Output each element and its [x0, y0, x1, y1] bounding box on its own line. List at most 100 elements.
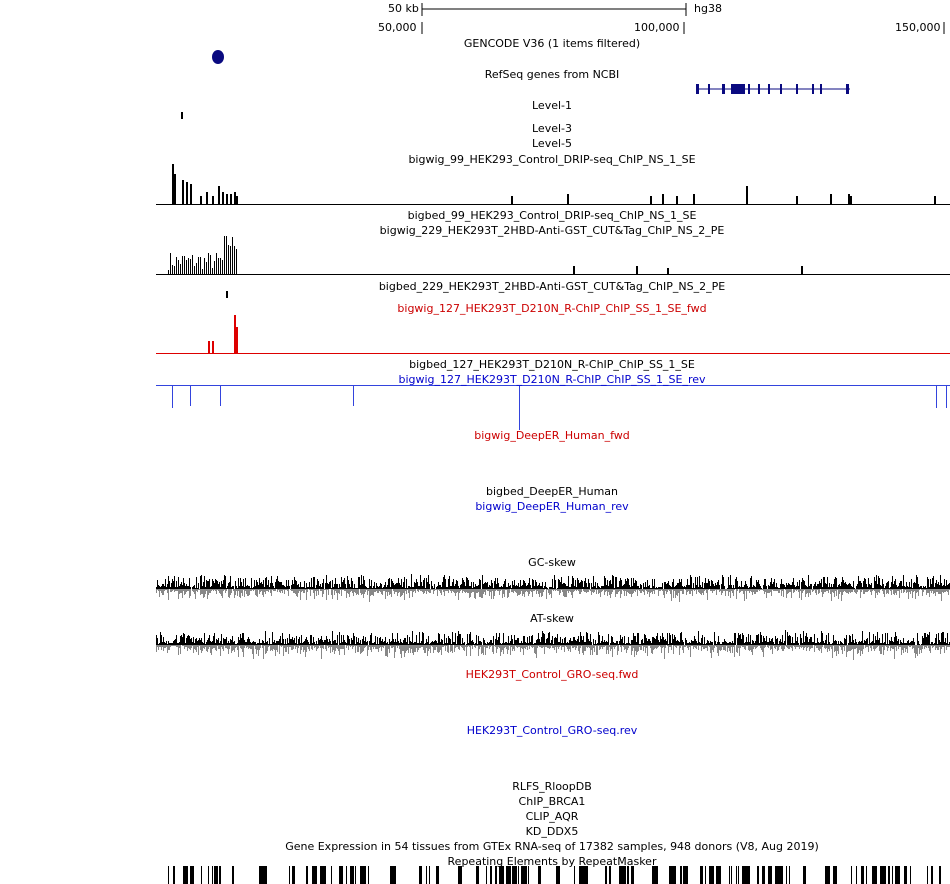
- atskew-pos: [595, 640, 596, 645]
- track-label-refseq[interactable]: RefSeq genes from NCBI: [484, 68, 620, 81]
- track-label-level5[interactable]: Level-5: [531, 137, 573, 150]
- atskew-pos: [635, 636, 636, 645]
- atskew-neg: [754, 645, 755, 647]
- atskew-pos: [861, 641, 862, 645]
- gcskew-pos: [744, 585, 745, 589]
- track-label-bigbed99[interactable]: bigbed_99_HEK293_Control_DRIP-seq_ChIP_N…: [407, 209, 697, 222]
- track-label-gtex[interactable]: Gene Expression in 54 tissues from GTEx …: [285, 840, 819, 853]
- atskew-pos: [178, 643, 179, 645]
- atskew-neg: [786, 645, 787, 647]
- gcskew-neg: [587, 589, 588, 592]
- atskew-pos: [824, 643, 825, 645]
- gcskew-pos: [520, 580, 521, 589]
- gcskew-neg: [408, 589, 409, 593]
- gcskew-pos: [487, 582, 488, 589]
- bigwig229-bar: [236, 249, 237, 274]
- atskew-pos: [877, 632, 878, 645]
- track-label-rmsk[interactable]: Repeating Elements by RepeatMasker: [447, 855, 657, 868]
- gcskew-pos: [806, 586, 807, 589]
- track-label-ddx5[interactable]: KD_DDX5: [525, 825, 579, 838]
- gcskew-neg: [362, 589, 363, 594]
- gcskew-neg: [777, 589, 778, 591]
- atskew-pos: [231, 640, 232, 645]
- atskew-neg: [220, 645, 221, 656]
- atskew-neg: [753, 645, 754, 649]
- gcskew-pos: [183, 578, 184, 589]
- track-label-gcskew[interactable]: GC-skew: [528, 556, 576, 569]
- atskew-neg: [620, 645, 621, 647]
- rmsk-element: [683, 866, 688, 884]
- atskew-pos: [718, 636, 719, 645]
- gcskew-pos: [643, 583, 644, 589]
- gcskew-neg: [872, 589, 873, 591]
- track-label-level1[interactable]: Level-1: [531, 99, 573, 112]
- gcskew-pos: [497, 578, 498, 589]
- track-label-bigwig99[interactable]: bigwig_99_HEK293_Control_DRIP-seq_ChIP_N…: [408, 153, 696, 166]
- gcskew-pos: [359, 577, 360, 589]
- track-label-deeperrev[interactable]: bigwig_DeepER_Human_rev: [475, 500, 629, 513]
- bigwig229-peak: [573, 266, 575, 274]
- atskew-neg: [291, 645, 292, 650]
- atskew-pos: [378, 644, 379, 645]
- atskew-neg: [516, 645, 517, 647]
- gcskew-neg: [775, 589, 776, 591]
- gcskew-neg: [883, 589, 884, 594]
- track-label-bigbed229[interactable]: bigbed_229_HEK293T_2HBD-Anti-GST_CUT&Tag…: [378, 280, 726, 293]
- track-label-bigbed127[interactable]: bigbed_127_HEK293T_D210N_R-ChIP_ChIP_SS_…: [409, 358, 695, 371]
- gcskew-pos: [246, 586, 247, 589]
- track-label-atskew[interactable]: AT-skew: [530, 612, 574, 625]
- atskew-pos: [617, 641, 618, 645]
- gcskew-neg: [348, 589, 349, 594]
- track-label-level3[interactable]: Level-3: [531, 122, 573, 135]
- atskew-pos: [895, 632, 896, 645]
- track-label-grofwd[interactable]: HEK293T_Control_GRO-seq.fwd: [465, 668, 639, 681]
- atskew-neg: [239, 645, 240, 646]
- atskew-pos: [190, 639, 191, 645]
- atskew-pos: [762, 642, 763, 645]
- track-label-grorev[interactable]: HEK293T_Control_GRO-seq.rev: [466, 724, 638, 737]
- gcskew-pos: [415, 583, 416, 589]
- track-label-deeperfwd[interactable]: bigwig_DeepER_Human_fwd: [474, 429, 630, 442]
- track-label-bigwig229[interactable]: bigwig_229_HEK293T_2HBD-Anti-GST_CUT&Tag…: [379, 224, 725, 237]
- atskew-pos: [919, 644, 920, 645]
- atskew-neg: [557, 645, 558, 647]
- atskew-neg: [443, 645, 444, 647]
- atskew-neg: [875, 645, 876, 649]
- gcskew-neg: [708, 589, 709, 590]
- gcskew-pos: [685, 587, 686, 589]
- track-label-bigwig127fwd[interactable]: bigwig_127_HEK293T_D210N_R-ChIP_ChIP_SS_…: [397, 302, 707, 315]
- gcskew-pos: [253, 587, 254, 589]
- atskew-neg: [593, 645, 594, 648]
- gcskew-pos: [560, 582, 561, 589]
- track-label-brca1[interactable]: ChIP_BRCA1: [518, 795, 586, 808]
- gcskew-pos: [272, 583, 273, 589]
- atskew-neg: [630, 645, 631, 646]
- track-label-aqr[interactable]: CLIP_AQR: [525, 810, 579, 823]
- track-label-bigwig127rev[interactable]: bigwig_127_HEK293T_D210N_R-ChIP_ChIP_SS_…: [398, 373, 706, 386]
- atskew-neg: [478, 645, 479, 656]
- atskew-neg: [794, 645, 795, 647]
- track-label-gencode[interactable]: GENCODE V36 (1 items filtered): [463, 37, 641, 50]
- gcskew-neg: [759, 589, 760, 591]
- atskew-pos: [848, 643, 849, 645]
- atskew-pos: [158, 644, 159, 645]
- atskew-neg: [900, 645, 901, 647]
- gcskew-neg: [889, 589, 890, 590]
- gcskew-neg: [391, 589, 392, 597]
- gcskew-pos: [441, 587, 442, 589]
- gcskew-pos: [382, 588, 383, 589]
- track-label-rlfs[interactable]: RLFS_RloopDB: [512, 780, 592, 793]
- gcskew-pos: [796, 586, 797, 589]
- gcskew-pos: [745, 581, 746, 589]
- gcskew-neg: [445, 589, 446, 591]
- atskew-neg: [218, 645, 219, 649]
- track-label-deeperbed[interactable]: bigbed_DeepER_Human: [485, 485, 619, 498]
- gcskew-neg: [315, 589, 316, 591]
- gcskew-pos: [343, 580, 344, 589]
- atskew-pos: [313, 637, 314, 645]
- atskew-pos: [347, 635, 348, 645]
- gcskew-pos: [799, 580, 800, 589]
- atskew-pos: [326, 636, 327, 645]
